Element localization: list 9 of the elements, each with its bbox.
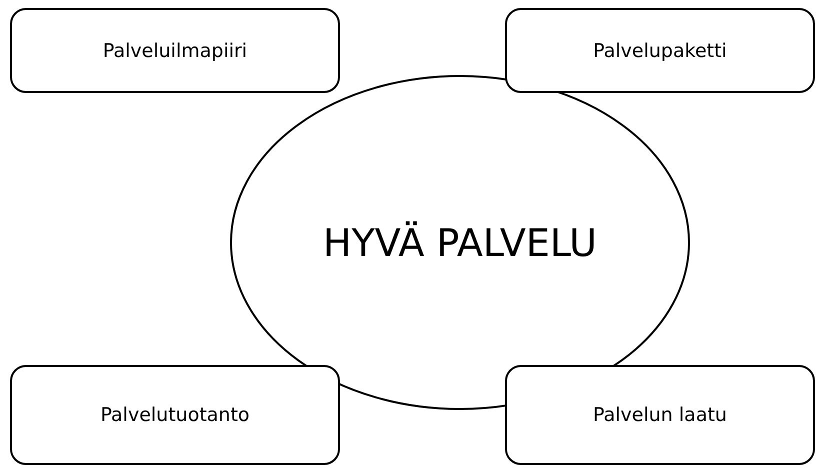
node-label: Palvelupaketti xyxy=(593,40,727,62)
rounded-box xyxy=(10,8,340,93)
node-label: Palveluilmapiiri xyxy=(102,40,248,62)
rounded-box xyxy=(505,8,815,93)
node-label: Palvelutuotanto xyxy=(100,404,250,426)
node-label: Palvelun laatu xyxy=(593,404,727,426)
center-label: HYVÄ PALVELU xyxy=(323,220,597,264)
rounded-box xyxy=(505,365,815,465)
rounded-box xyxy=(10,365,340,465)
